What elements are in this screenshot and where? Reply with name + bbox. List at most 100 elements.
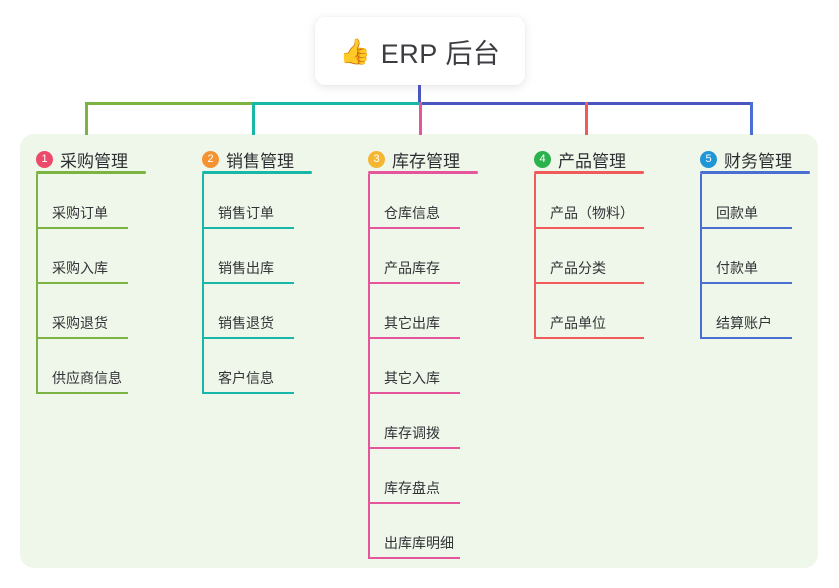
menu-item-rule [534,337,644,339]
branch-header-rule [36,171,146,174]
branch-header-rule [368,171,478,174]
menu-item[interactable]: 结算账户 [684,284,792,339]
menu-item-label: 出库库明细 [384,535,454,551]
menu-item[interactable]: 其它入库 [352,339,460,394]
connector-drop-3 [419,102,422,135]
menu-item-label: 其它入库 [384,370,440,386]
menu-item-rule [700,337,792,339]
menu-item-rule [368,227,460,229]
branch-header-purchasing[interactable]: 1 采购管理 [20,144,146,174]
branch-product: 4 产品管理产品（物料） 产品分类产品单位 [518,144,644,339]
menu-item-rule [700,227,792,229]
menu-item-label: 采购入库 [52,260,108,276]
menu-item-label: 客户信息 [218,370,274,386]
menu-item-rule [202,227,294,229]
menu-item-rule [36,227,128,229]
menu-item-label: 供应商信息 [52,370,122,386]
branch-spine [368,174,370,559]
menu-item-rule [202,337,294,339]
menu-item-label: 库存盘点 [384,480,440,496]
branch-index-badge: 1 [36,150,53,168]
connector-bar-teal [252,102,419,105]
branch-spine [700,174,702,339]
branch-title-purchasing: 采购管理 [60,151,128,171]
branch-title-inventory: 库存管理 [392,151,460,171]
menu-item[interactable]: 供应商信息 [20,339,128,394]
branch-title-product: 产品管理 [558,151,626,171]
menu-item-rule [36,337,128,339]
menu-item[interactable]: 客户信息 [186,339,294,394]
menu-item-label: 产品分类 [550,260,606,276]
menu-item-label: 产品库存 [384,260,440,276]
menu-item[interactable]: 付款单 [684,229,792,284]
connector-drop-1 [85,102,88,135]
branch-spine [202,174,204,394]
menu-item-label: 付款单 [716,260,758,276]
root-node-label: ERP 后台 [380,38,501,69]
menu-item[interactable]: 采购入库 [20,229,128,284]
branch-title-sales: 销售管理 [226,151,294,171]
menu-item-label: 销售出库 [218,260,274,276]
menu-item[interactable]: 销售退货 [186,284,294,339]
branch-index-badge: 5 [700,150,717,168]
menu-item-label: 产品单位 [550,315,606,331]
branch-header-rule [202,171,312,174]
menu-item[interactable]: 产品（物料） [518,174,644,229]
menu-item[interactable]: 销售出库 [186,229,294,284]
branch-header-product[interactable]: 4 产品管理 [518,144,644,174]
menu-item-label: 采购退货 [52,315,108,331]
diagram-background-panel [20,134,818,568]
branch-header-rule [534,171,644,174]
branch-index-badge: 4 [534,150,551,168]
branch-items-finance: 回款单付款单结算账户 [684,174,792,339]
branch-index-badge: 3 [368,150,385,168]
menu-item[interactable]: 产品单位 [518,284,644,339]
branch-title-finance: 财务管理 [724,151,792,171]
menu-item[interactable]: 回款单 [684,174,792,229]
menu-item[interactable]: 产品库存 [352,229,460,284]
menu-item-rule [368,282,460,284]
menu-item-rule [202,282,294,284]
menu-item-label: 仓库信息 [384,205,440,221]
branch-finance: 5 财务管理回款单付款单结算账户 [684,144,810,339]
connector-drop-2 [252,102,255,135]
menu-item-rule [700,282,792,284]
branch-spine [36,174,38,394]
menu-item-rule [368,502,460,504]
menu-item[interactable]: 库存调拨 [352,394,460,449]
menu-item-rule [368,447,460,449]
connector-drop-4 [585,102,588,135]
menu-item-rule [368,337,460,339]
connector-bar-purple [419,102,750,105]
thumbs-up-icon: 👍 [339,36,371,66]
menu-item-rule [534,282,644,284]
root-stem-connector [418,85,421,105]
menu-item[interactable]: 仓库信息 [352,174,460,229]
branch-items-sales: 销售订单销售出库销售退货客户信息 [186,174,294,394]
branch-header-inventory[interactable]: 3 库存管理 [352,144,478,174]
branch-header-finance[interactable]: 5 财务管理 [684,144,810,174]
branch-spine [534,174,536,339]
menu-item[interactable]: 出库库明细 [352,504,460,559]
menu-item-rule [534,227,644,229]
menu-item[interactable]: 产品分类 [518,229,644,284]
menu-item-label: 结算账户 [716,315,772,331]
connector-bar-green [85,102,252,105]
menu-item-label: 采购订单 [52,205,108,221]
branch-inventory: 3 库存管理仓库信息产品库存其它出库其它入库库存调拨库存盘点出库库明细 [352,144,478,559]
branch-items-purchasing: 采购订单采购入库采购退货供应商信息 [20,174,128,394]
branch-items-product: 产品（物料） 产品分类产品单位 [518,174,644,339]
menu-item-label: 销售订单 [218,205,274,221]
menu-item-rule [368,557,460,559]
menu-item[interactable]: 库存盘点 [352,449,460,504]
branch-header-rule [700,171,810,174]
root-node-erp-backend[interactable]: 👍 ERP 后台 [315,17,525,85]
menu-item[interactable]: 其它出库 [352,284,460,339]
menu-item[interactable]: 销售订单 [186,174,294,229]
menu-item[interactable]: 采购订单 [20,174,128,229]
menu-item[interactable]: 采购退货 [20,284,128,339]
menu-item-rule [36,392,128,394]
menu-item-rule [368,392,460,394]
